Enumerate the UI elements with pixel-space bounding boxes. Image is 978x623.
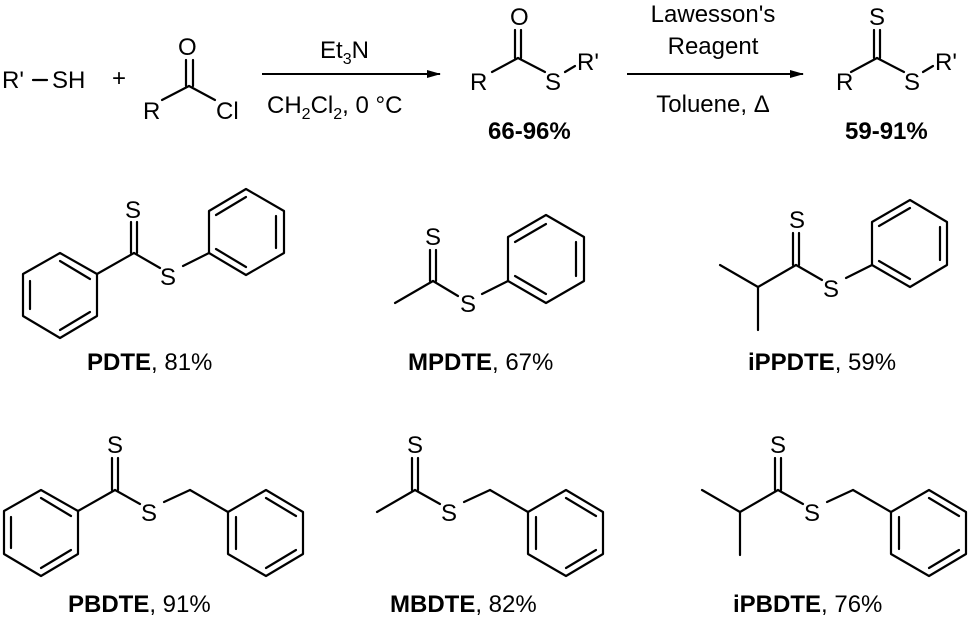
reagent-reagent: Reagent — [668, 33, 759, 60]
yield-range-1: 66-96% — [488, 118, 571, 145]
sulfur-label: S — [869, 4, 885, 31]
thione-sulfur: S — [125, 197, 141, 224]
thione-sulfur: S — [770, 432, 786, 459]
benzene-ring-icon — [226, 488, 305, 578]
cl-label: Cl — [216, 98, 239, 125]
compound-mpdte: S S MPDTE, 67% — [393, 213, 586, 376]
thioether-sulfur: S — [160, 264, 176, 291]
thiol-reactant: R' SH — [2, 67, 85, 94]
compound-pdte: S S PDTE, 81% — [21, 187, 286, 376]
compound-label: PBDTE, 91% — [68, 591, 211, 618]
reagent-lawessons: Lawesson's — [651, 1, 776, 28]
thione-sulfur: S — [107, 432, 123, 459]
s-label: S — [545, 69, 561, 96]
compound-pbdte: S S PBDTE, 91% — [2, 432, 305, 618]
step2-arrow: Lawesson's Reagent Toluene, Δ — [627, 1, 804, 118]
compound-label: iPBDTE, 76% — [733, 591, 882, 618]
compound-mbdte: S S MBDTE, 82% — [375, 432, 605, 618]
thioether-sulfur: S — [141, 500, 157, 527]
step1-arrow: Et3N CH2Cl2, 0 °C — [262, 37, 441, 123]
thione-sulfur: S — [789, 207, 805, 234]
benzene-ring-icon — [207, 187, 286, 277]
benzene-ring-icon — [526, 488, 605, 578]
thione-sulfur: S — [425, 224, 441, 251]
reagent-et3n: Et3N — [320, 37, 369, 68]
yield-range-2: 59-91% — [845, 118, 928, 145]
thioester-intermediate: O R S R' 66-96% — [470, 4, 599, 145]
thioether-sulfur: S — [441, 500, 457, 527]
r-prime-label: R' — [2, 67, 24, 94]
r-prime-label: R' — [577, 49, 599, 76]
acyl-chloride-reactant: O R Cl — [143, 34, 239, 125]
thione-sulfur: S — [407, 432, 423, 459]
s-label: S — [904, 69, 920, 96]
thioether-sulfur: S — [460, 291, 476, 318]
compound-label: PDTE, 81% — [87, 349, 212, 376]
plus-sign: + — [112, 65, 126, 92]
compound-label: iPPDTE, 59% — [748, 349, 896, 376]
benzene-ring-icon — [21, 251, 99, 340]
compound-ippdte: S S iPPDTE, 59% — [718, 198, 949, 376]
r-label: R — [143, 98, 160, 125]
conditions-ch2cl2: CH2Cl2, 0 °C — [267, 92, 402, 123]
benzene-ring-icon — [889, 488, 968, 578]
oxygen-label: O — [178, 34, 197, 61]
compound-label: MBDTE, 82% — [390, 591, 537, 618]
thioether-sulfur: S — [804, 500, 820, 527]
r-label: R — [836, 69, 853, 96]
r-label: R — [470, 69, 487, 96]
r-prime-label: R' — [935, 49, 957, 76]
sh-label: SH — [52, 67, 85, 94]
compound-ipbdte: S S iPBDTE, 76% — [700, 432, 968, 618]
benzene-ring-icon — [870, 198, 949, 289]
compound-label: MPDTE, 67% — [408, 349, 553, 376]
oxygen-label: O — [510, 4, 529, 31]
benzene-ring-icon — [506, 213, 586, 305]
thioether-sulfur: S — [823, 276, 839, 303]
dithioester-product: S R S R' 59-91% — [836, 4, 957, 145]
benzene-ring-icon — [2, 488, 80, 578]
conditions-toluene-heat: Toluene, Δ — [656, 91, 769, 118]
